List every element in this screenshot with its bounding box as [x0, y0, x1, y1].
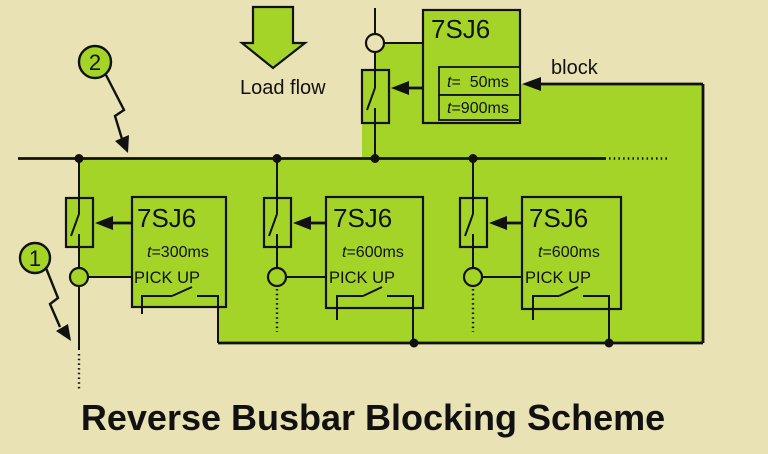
callout-1-arrowhead-icon — [56, 324, 71, 341]
junction-dots — [74, 154, 614, 348]
feeder1-timer: t=300ms — [147, 244, 209, 261]
callout-1-number: 1 — [29, 246, 41, 271]
block-arrow-icon — [522, 77, 541, 91]
feeder-bay-2: 7SJ6 t=600ms PICK UP — [262, 159, 425, 343]
callout-feeder-fault: 1 — [18, 241, 71, 341]
page-title: Reverse Busbar Blocking Scheme — [81, 397, 665, 438]
block-signal: block — [218, 57, 705, 345]
incomer-relay-name: 7SJ6 — [431, 14, 490, 44]
feeder1-trip-arrow-icon — [95, 216, 113, 230]
feeder3-timer: t=600ms — [538, 244, 600, 261]
callout-2-number: 2 — [89, 50, 101, 75]
feeder3-pickup-label: PICK UP — [525, 269, 591, 287]
callout-2-circle — [77, 44, 113, 80]
feeder-bay-1: 7SJ6 t=300ms PICK UP — [64, 159, 228, 391]
incomer-breaker-blade-icon — [366, 70, 376, 123]
junction-dot — [468, 154, 478, 163]
feeder1-relay-name: 7SJ6 — [137, 203, 196, 233]
junction-dot — [409, 338, 419, 348]
junction-dot — [74, 154, 84, 163]
block-label: block — [551, 57, 599, 79]
feeder1-pickup-label: PICK UP — [134, 269, 200, 287]
feeder1-ct-icon — [68, 266, 90, 288]
incomer-trip-arrow-icon — [391, 81, 409, 95]
feeder-bay-3: 7SJ6 t=600ms PICK UP — [458, 159, 623, 343]
feeder2-trip-arrow-icon — [293, 216, 311, 230]
feeder2-pickup-contact-icon — [336, 286, 414, 343]
feeder2-ct-icon — [266, 266, 288, 288]
feeder1-pickup-contact-icon — [141, 286, 219, 343]
callout-busbar-fault: 2 — [77, 44, 129, 153]
feeder1-breaker-blade-icon — [70, 198, 80, 247]
incomer-stage1-timer: t= 50ms — [447, 74, 509, 91]
feeder3-relay-name: 7SJ6 — [529, 203, 588, 233]
junction-dot — [370, 154, 380, 163]
load-flow-label: Load flow — [240, 77, 326, 99]
junction-dot — [272, 154, 282, 163]
feeder2-timer: t=600ms — [342, 244, 404, 261]
callout-2-lightning-icon — [104, 74, 126, 140]
feeder2-breaker-blade-icon — [268, 198, 278, 247]
feeder3-pickup-contact-icon — [532, 286, 610, 343]
callout-2-arrowhead-icon — [115, 135, 129, 153]
callout-1-circle — [18, 241, 52, 275]
incomer-stage2-timer: t=900ms — [447, 100, 509, 117]
feeder3-breaker-blade-icon — [464, 198, 474, 247]
junction-dot — [604, 338, 614, 348]
load-flow: Load flow — [238, 5, 326, 99]
feeder3-trip-arrow-icon — [489, 216, 507, 230]
incomer-bay: 7SJ6 t= 50ms t=900ms — [360, 8, 522, 159]
incomer-stage2-box — [438, 94, 521, 121]
load-flow-arrow-icon — [238, 5, 309, 70]
callout-1-lightning-icon — [44, 267, 62, 328]
incomer-ct-icon — [364, 32, 386, 54]
feeder3-ct-icon — [462, 266, 484, 288]
feeder2-relay-name: 7SJ6 — [333, 203, 392, 233]
feeder2-pickup-label: PICK UP — [329, 269, 395, 287]
feeder1-relay-box — [130, 195, 228, 309]
